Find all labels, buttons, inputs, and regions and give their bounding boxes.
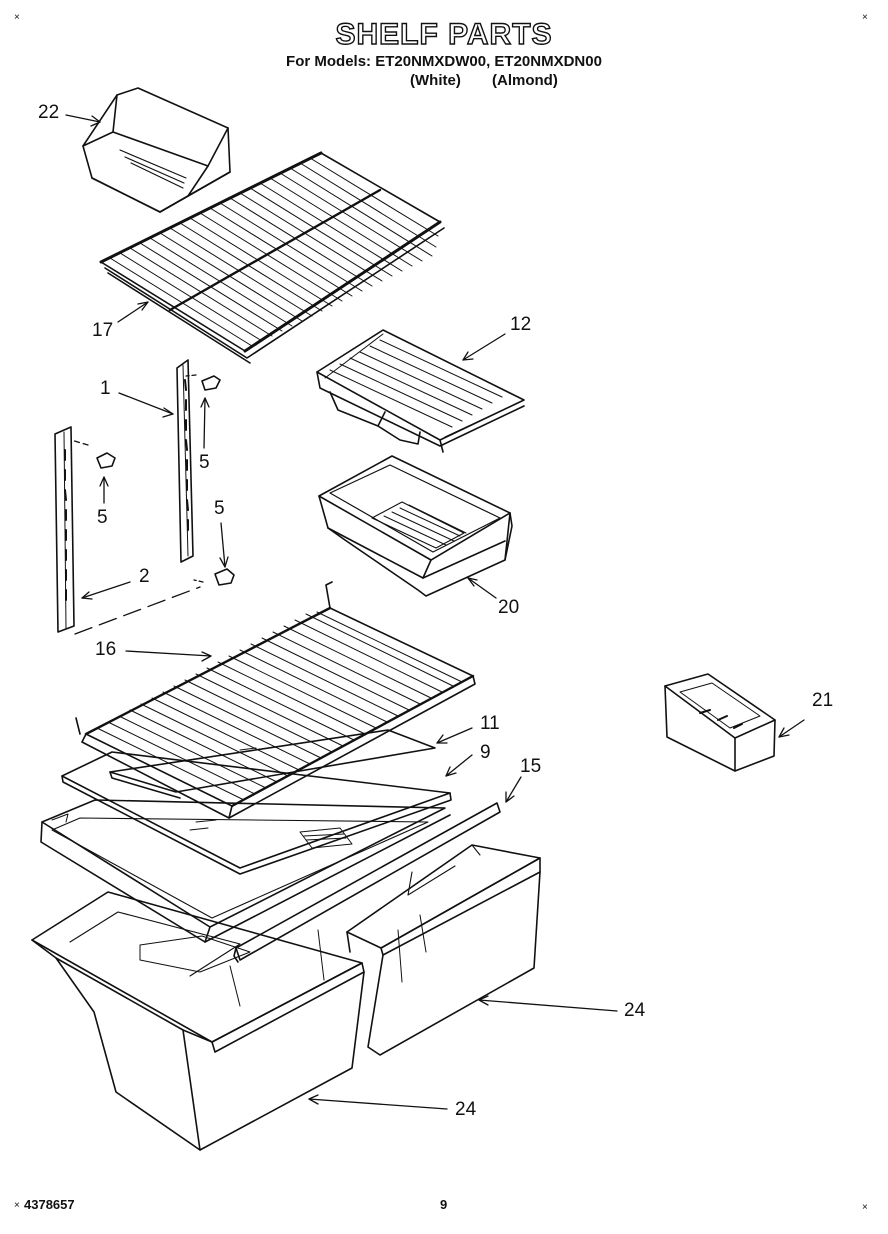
part-17-wire-shelf <box>99 151 445 364</box>
callout-21: 21 <box>812 690 834 711</box>
part-24-crisper-drawer-right <box>346 844 541 1056</box>
crisper-cover-frame <box>40 799 451 943</box>
corner-mark-bottom-right: × <box>862 1202 868 1213</box>
page-number: 9 <box>440 1197 448 1212</box>
part-16-wire-shelf <box>75 581 476 819</box>
callout-5-left: 5 <box>97 507 108 528</box>
part-20-drawer <box>318 455 513 597</box>
part-11-glass-shelf <box>109 729 436 799</box>
part-24-crisper-drawer-left <box>31 891 365 1151</box>
callout-leaders <box>65 114 805 1110</box>
corner-mark-bottom-left: × <box>14 1200 20 1211</box>
callout-5-upper: 5 <box>199 452 210 473</box>
variant-almond-label: (Almond) <box>492 72 558 89</box>
part-21-bin <box>664 673 776 772</box>
part-1-shelf-support <box>176 359 194 563</box>
part-9-crisper-cover <box>61 751 452 875</box>
callout-15: 15 <box>520 756 542 777</box>
callout-5-lower: 5 <box>214 498 225 519</box>
callout-22: 22 <box>38 102 60 123</box>
corner-mark-top-left: × <box>14 12 20 23</box>
callout-2: 2 <box>139 566 150 587</box>
callout-16: 16 <box>95 639 117 660</box>
variant-white-label: (White) <box>410 72 461 89</box>
callout-24-left: 24 <box>455 1099 477 1120</box>
callout-9: 9 <box>480 742 491 763</box>
part-2-shelf-support <box>54 426 75 633</box>
part-22-bin <box>82 87 231 213</box>
callout-24-right: 24 <box>624 1000 646 1021</box>
callout-12: 12 <box>510 314 532 335</box>
models-line: For Models: ET20NMXDW00, ET20NMXDN00 <box>286 53 602 70</box>
callout-1: 1 <box>100 378 111 399</box>
page-title: SHELF PARTS <box>335 17 553 51</box>
callout-17: 17 <box>92 320 114 341</box>
callout-11: 11 <box>480 713 500 734</box>
part-5-screws <box>96 375 235 586</box>
document-number: 4378657 <box>24 1197 75 1212</box>
part-12-cover-shelf <box>316 329 525 453</box>
corner-mark-top-right: × <box>862 12 868 23</box>
callout-20: 20 <box>498 597 520 618</box>
